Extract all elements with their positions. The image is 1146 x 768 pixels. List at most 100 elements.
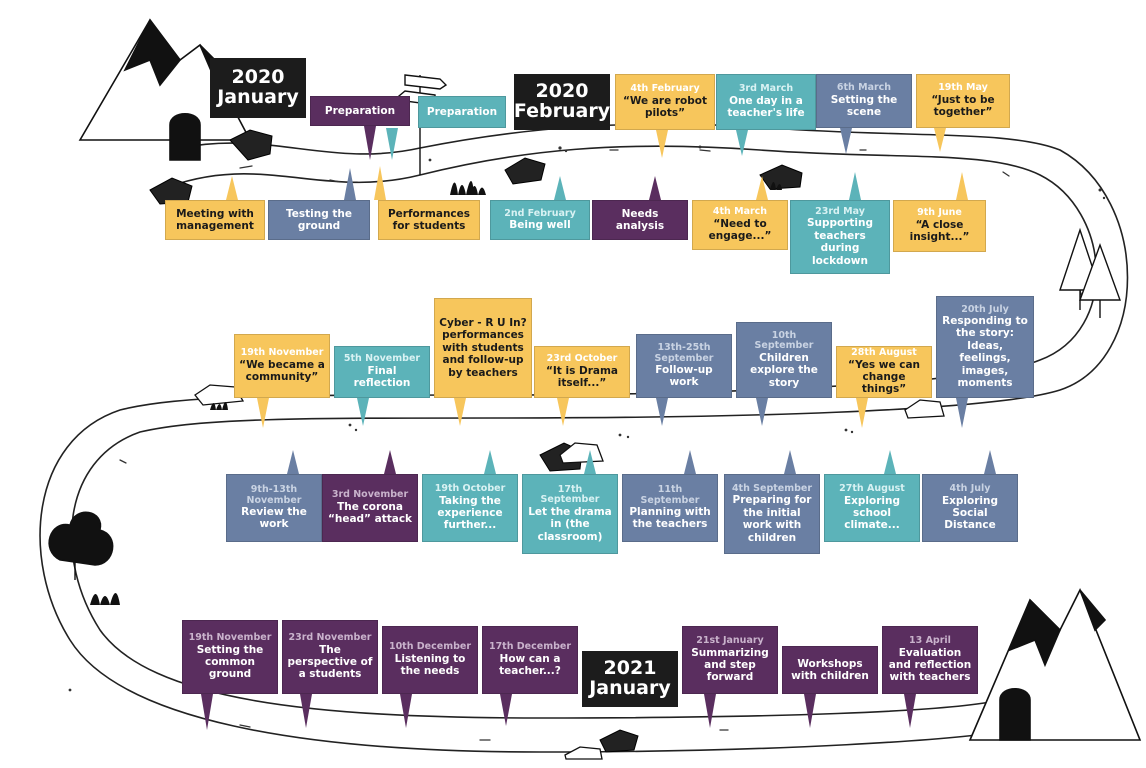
- year-badge-2021-january: 2021 January: [582, 651, 678, 707]
- callout-pointer: [756, 398, 768, 426]
- callout-pointer: [386, 128, 398, 160]
- milestone-label: Exploring school climate...: [843, 494, 901, 532]
- milestone-label: Testing the ground: [285, 207, 353, 232]
- tree-icon: [48, 511, 114, 580]
- milestone-robot-pilots: 4th February“We are robot pilots”: [615, 74, 715, 130]
- callout-pointer: [956, 398, 968, 428]
- milestone-label: “We became a community”: [239, 358, 325, 384]
- milestone-date: 9th June: [917, 207, 962, 219]
- milestone-preparation-2: Preparation: [418, 96, 506, 128]
- mountain-tunnel-start-icon: [78, 18, 252, 161]
- callout-pointer: [804, 694, 816, 728]
- callout-pointer: [756, 176, 768, 200]
- callout-pointer: [400, 694, 412, 728]
- milestone-date: 3rd November: [331, 489, 409, 501]
- milestone-label: “Need to engage...”: [708, 217, 772, 243]
- milestone-label: One day in a teacher's life: [727, 94, 805, 120]
- milestone-date: 19th November: [188, 632, 272, 644]
- callout-pointer: [984, 450, 996, 474]
- milestone-need-engage: 4th March“Need to engage...”: [692, 200, 788, 250]
- milestone-label: Review the work: [241, 506, 307, 531]
- milestone-just-together: 19th May“Just to be together”: [916, 74, 1010, 128]
- milestone-date: 17th December: [488, 641, 572, 653]
- milestone-date: 5th November: [343, 353, 421, 365]
- milestone-label: Summarizing and step forward: [691, 646, 769, 684]
- milestone-label: Children explore the story: [750, 351, 818, 389]
- milestone-label: Final reflection: [353, 364, 411, 390]
- milestone-date: 10th September: [754, 330, 814, 352]
- callout-pointer: [649, 176, 661, 200]
- milestone-date: 4th February: [630, 83, 700, 95]
- callout-pointer: [257, 398, 269, 428]
- callout-pointer: [300, 694, 312, 728]
- milestone-label: Workshops with children: [791, 657, 869, 682]
- callout-pointer: [884, 450, 896, 474]
- milestone-date: 4th March: [712, 206, 768, 218]
- milestone-cyber-ru-in: Cyber - R U In? performances with studen…: [434, 298, 532, 398]
- milestone-date: 23rd November: [288, 632, 372, 644]
- callout-pointer: [684, 450, 696, 474]
- milestone-meeting-management: Meeting with management: [165, 200, 265, 240]
- milestone-date: 19th October: [434, 483, 506, 495]
- badge-month-text: February: [513, 100, 611, 122]
- milestone-date: 4th July: [949, 483, 991, 495]
- callout-pointer: [784, 450, 796, 474]
- badge-year-text: 2021: [603, 657, 657, 680]
- badge-month-text: January: [589, 677, 671, 699]
- milestone-date: 21st January: [696, 635, 764, 647]
- callout-pointer: [584, 450, 596, 474]
- callout-pointer: [856, 398, 868, 428]
- milestone-date: 4th September: [731, 483, 813, 495]
- milestone-label: Setting the common ground: [196, 643, 264, 681]
- milestone-label: “Just to be together”: [931, 93, 995, 119]
- milestone-date: 27th August: [839, 483, 905, 495]
- badge-year-text: 2020: [231, 66, 285, 89]
- callout-pointer: [840, 128, 852, 154]
- milestone-we-can-change: 28th August“Yes we can change things”: [836, 346, 932, 398]
- milestone-date: 13 April: [909, 635, 951, 647]
- callout-pointer: [849, 172, 861, 200]
- milestone-label: Preparing for the initial work with chil…: [732, 494, 812, 544]
- milestone-label: Cyber - R U In? performances with studen…: [439, 317, 527, 379]
- rock-pile-icon: [149, 129, 803, 753]
- milestone-date: 23rd May: [815, 206, 865, 218]
- milestone-date: 11th September: [640, 484, 700, 506]
- mountain-tunnel-end-icon: [968, 588, 1142, 741]
- milestone-label: Preparation: [426, 105, 498, 118]
- milestone-close-insight: 9th June“A close insight...”: [893, 200, 986, 252]
- milestone-label: Taking the experience further...: [437, 494, 503, 532]
- milestone-performances-students: Performances for students: [378, 200, 480, 240]
- callout-pointer: [704, 694, 716, 728]
- callout-pointer: [357, 398, 369, 426]
- milestone-label: Needs analysis: [615, 207, 665, 232]
- milestone-date: 23rd October: [546, 353, 618, 365]
- milestone-label: Follow-up work: [655, 364, 713, 389]
- milestone-needs-analysis: Needs analysis: [592, 200, 688, 240]
- milestone-date: 19th May: [938, 82, 988, 94]
- milestone-label: Evaluation and reflection with teachers: [888, 646, 972, 684]
- milestone-drama-itself: 23rd October“It is Drama itself...”: [534, 346, 630, 398]
- milestone-date: 28th August: [851, 347, 917, 359]
- pine-trees-icon: [1059, 227, 1121, 318]
- callout-pointer: [554, 176, 566, 200]
- callout-pointer: [656, 398, 668, 426]
- milestone-label: Meeting with management: [176, 207, 254, 232]
- callout-pointer: [364, 126, 376, 160]
- milestone-date: 17th September: [540, 484, 600, 506]
- callout-pointer: [956, 172, 968, 200]
